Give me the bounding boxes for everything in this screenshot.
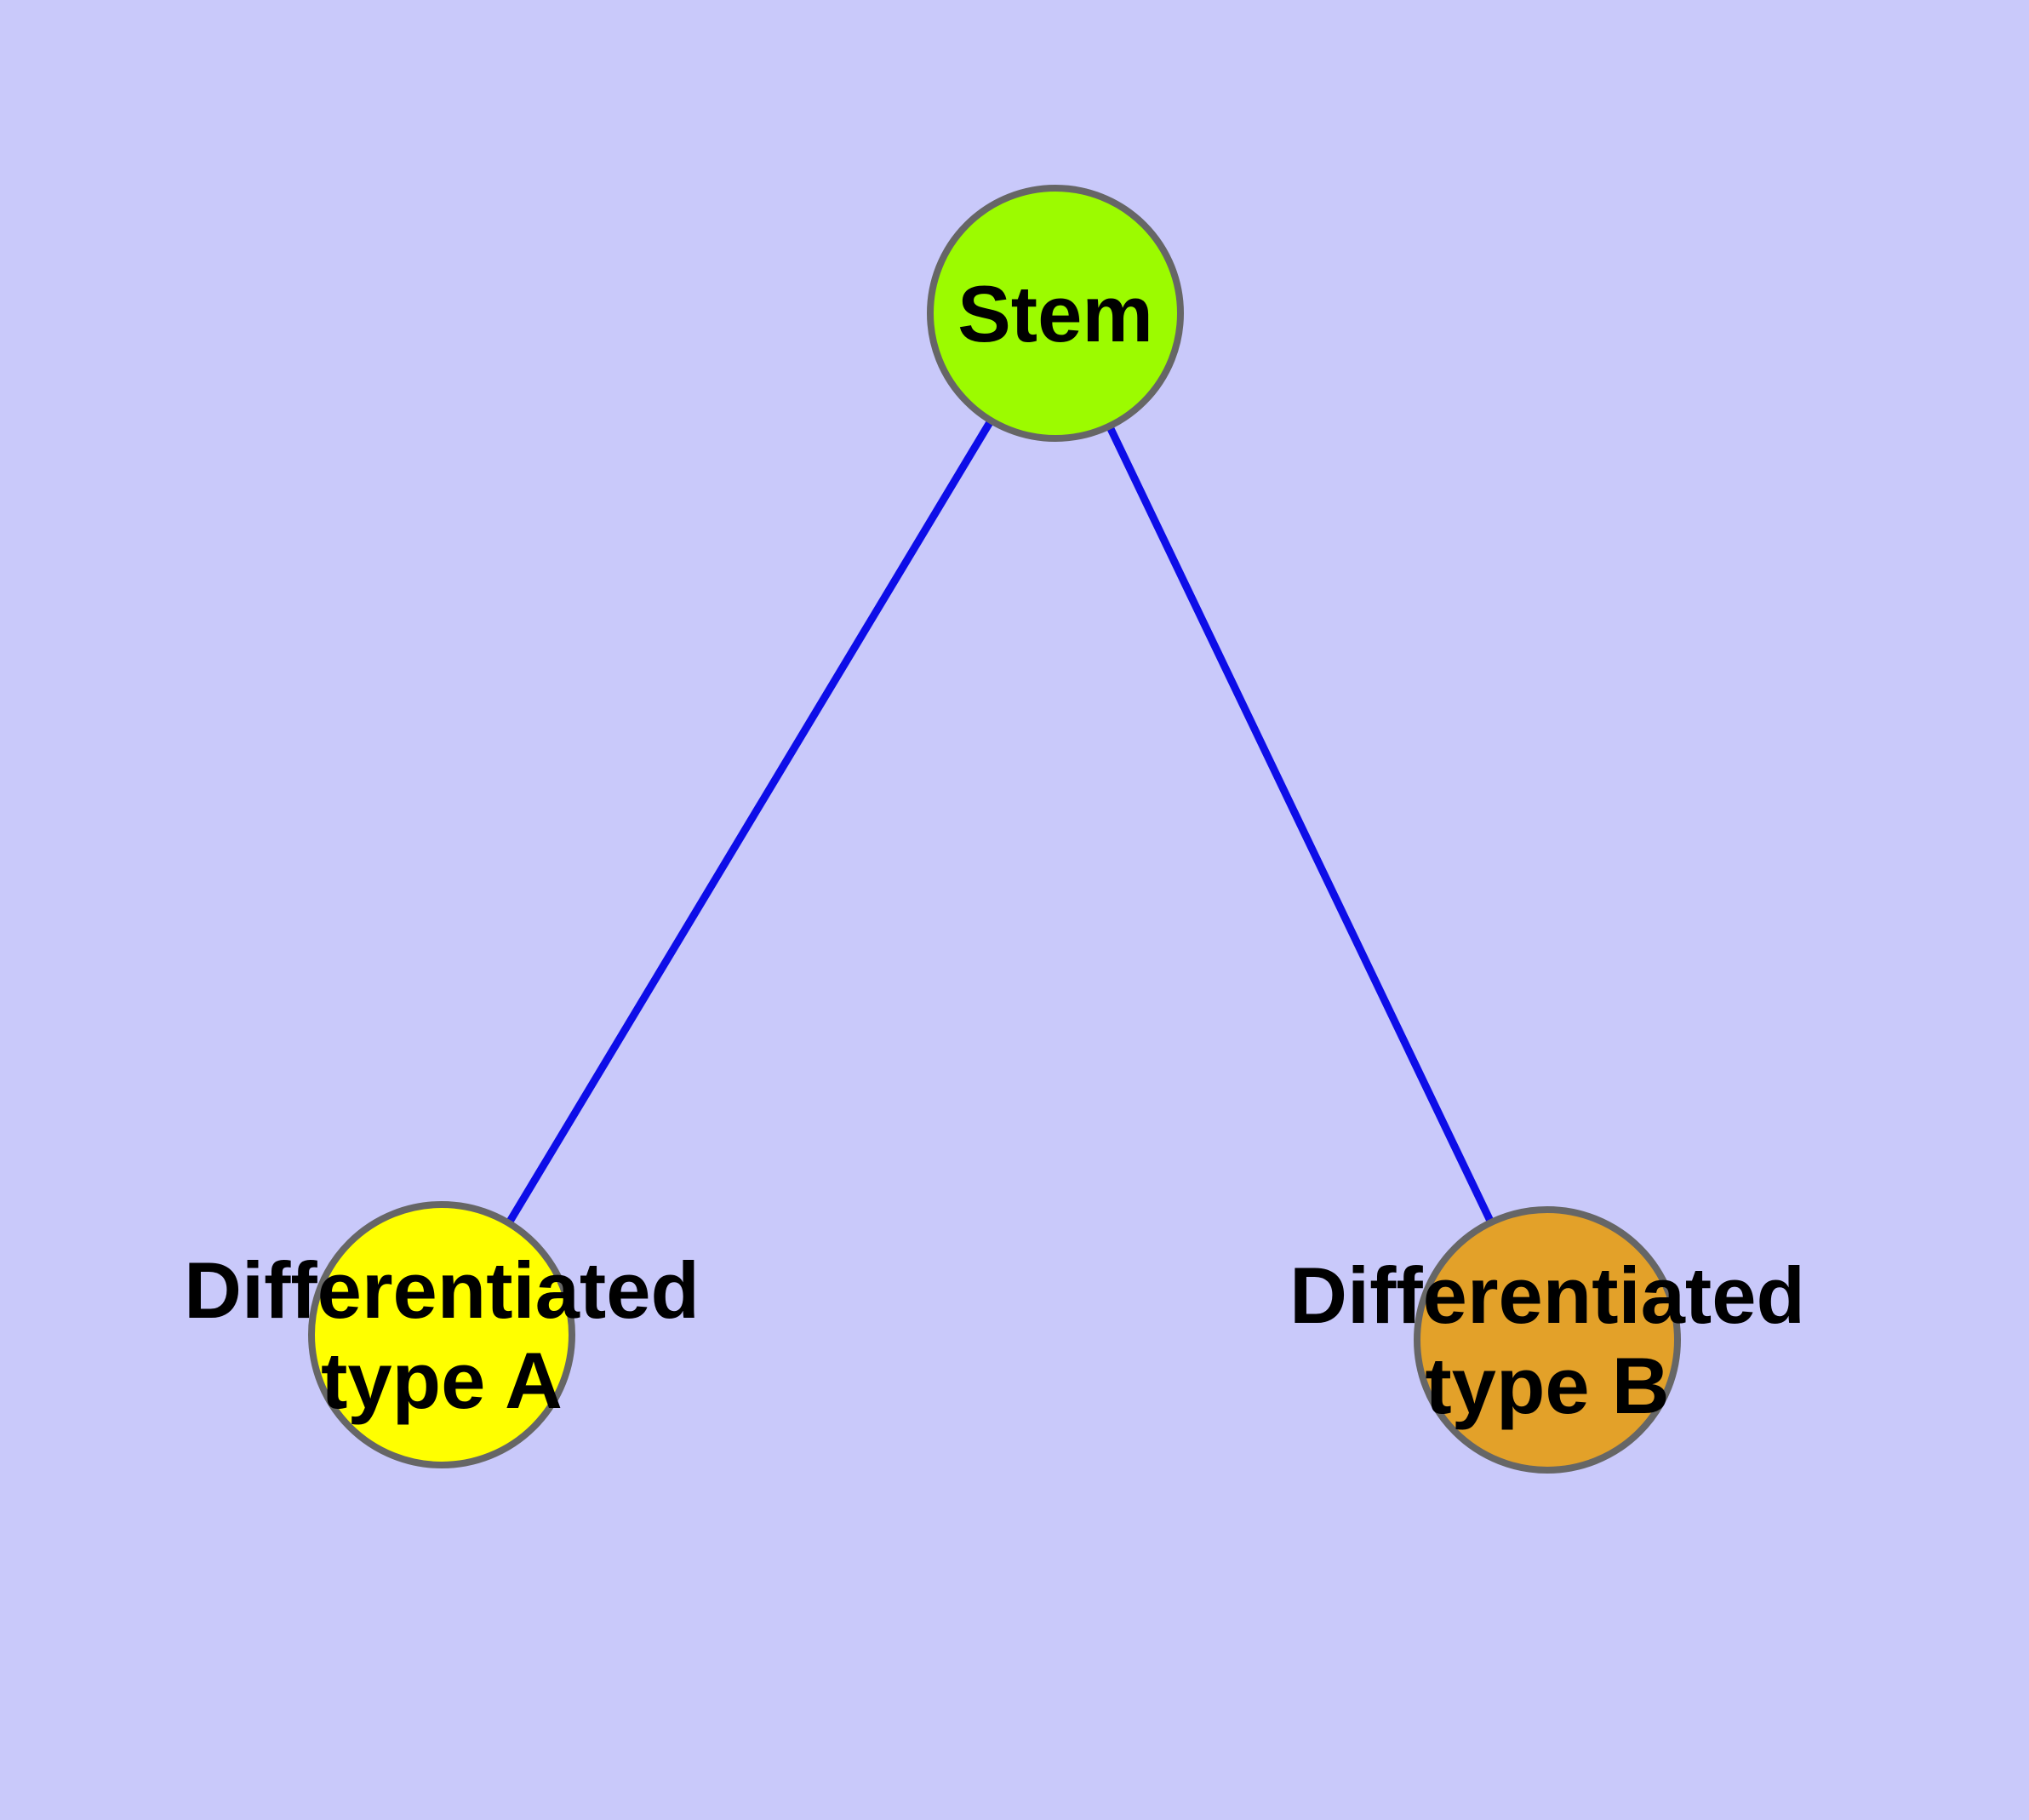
node-stem-label: Stem [957, 269, 1153, 358]
label-line: Differentiated [184, 1245, 700, 1335]
node-differentiated-type-a-circle[interactable] [308, 1201, 575, 1468]
node-differentiated-type-b-circle[interactable] [1414, 1206, 1681, 1474]
label-line: type B [1425, 1341, 1669, 1430]
node-differentiated-type-b[interactable] [1414, 1206, 1681, 1474]
edge-stem-to-differentiated-type-b[interactable] [1051, 312, 1552, 1342]
node-stem-circle[interactable] [927, 185, 1184, 442]
label-line: type A [321, 1336, 563, 1425]
node-layer [308, 185, 1681, 1474]
label-line: Differentiated [1289, 1251, 1805, 1340]
node-differentiated-type-a[interactable] [308, 1201, 575, 1468]
edge-layer [438, 311, 1552, 1342]
edge-stem-to-differentiated-type-a[interactable] [438, 311, 1059, 1337]
node-stem[interactable] [927, 185, 1184, 442]
label-line: Stem [957, 269, 1153, 358]
